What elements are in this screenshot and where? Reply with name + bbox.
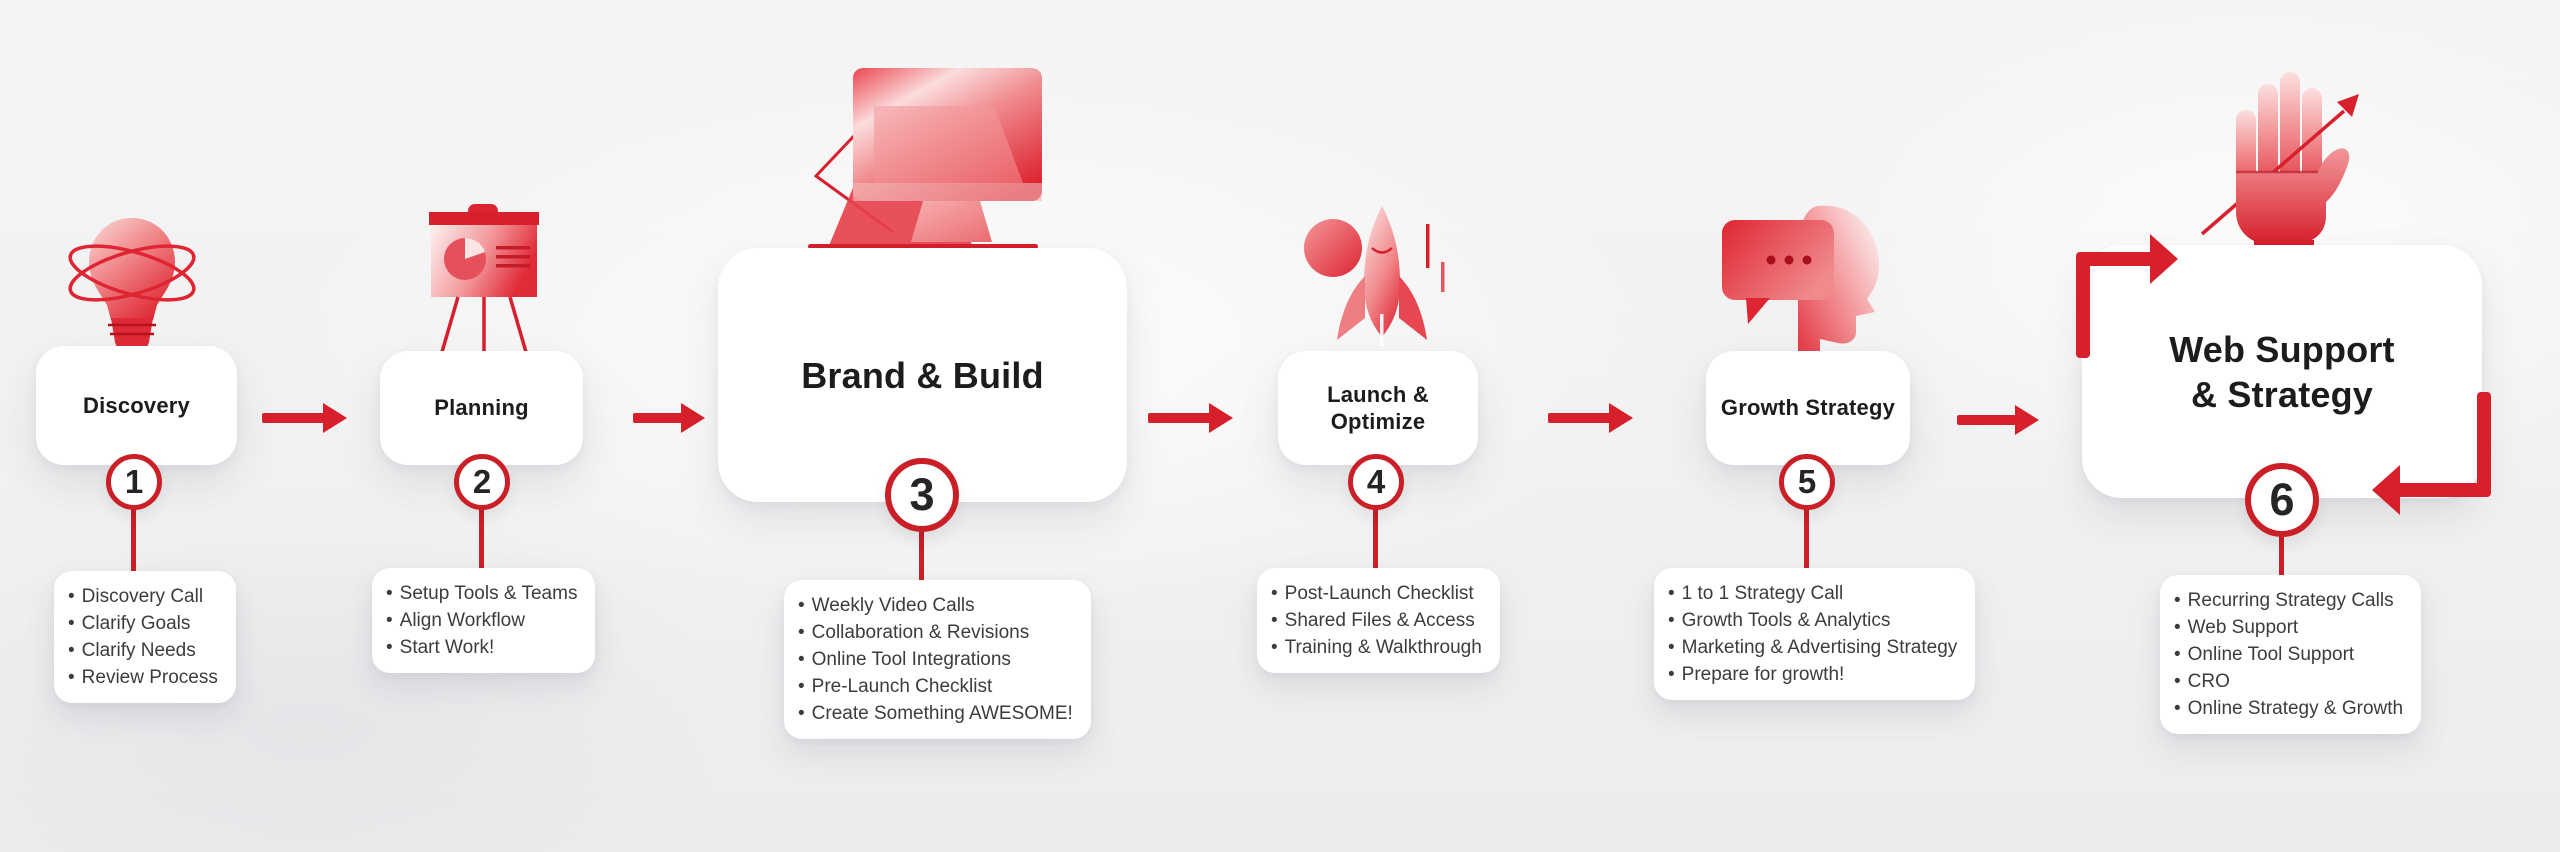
flow-arrow-5-6 xyxy=(1957,405,2039,435)
bullet-item: Clarify Needs xyxy=(68,637,218,664)
step-4-card: Launch & Optimize xyxy=(1278,351,1478,465)
hand-growth-arrow-icon xyxy=(2200,72,2359,262)
flow-arrow-3-4 xyxy=(1148,403,1233,433)
bullet-item: Marketing & Advertising Strategy xyxy=(1668,634,1958,661)
bullet-item: CRO xyxy=(2174,668,2403,695)
bullet-item: Review Process xyxy=(68,664,218,691)
step-3-bullets: Weekly Video CallsCollaboration & Revisi… xyxy=(784,580,1091,739)
bullet-item: Discovery Call xyxy=(68,583,218,610)
head-speech-bubble-icon xyxy=(1722,205,1880,354)
step-4-number-badge: 4 xyxy=(1348,454,1404,510)
step-2-connector-line xyxy=(479,505,484,571)
step-6-card: Web Support & Strategy xyxy=(2082,245,2482,498)
bullet-item: Online Tool Integrations xyxy=(798,646,1073,673)
bullet-item: Collaboration & Revisions xyxy=(798,619,1073,646)
bullet-item: Clarify Goals xyxy=(68,610,218,637)
bullet-item: Align Workflow xyxy=(386,607,577,634)
step-5-connector-line xyxy=(1804,505,1809,571)
step-2-number-badge: 2 xyxy=(454,454,510,510)
bullet-item: Post-Launch Checklist xyxy=(1271,580,1482,607)
step-5-card: Growth Strategy xyxy=(1706,351,1910,465)
step-3-connector-line xyxy=(919,528,924,583)
bullet-item: Start Work! xyxy=(386,634,577,661)
step-3-title: Brand & Build xyxy=(801,354,1044,396)
step-6-connector-line xyxy=(2279,532,2284,578)
desktop-monitor-icon xyxy=(808,68,1042,249)
step-3-bullet-list: Weekly Video CallsCollaboration & Revisi… xyxy=(798,592,1073,727)
step-3-number-badge: 3 xyxy=(885,458,959,532)
bullet-item: Prepare for growth! xyxy=(1668,661,1957,688)
bullet-item: Setup Tools & Teams xyxy=(386,580,578,607)
flow-arrow-4-5 xyxy=(1548,403,1633,433)
bullet-item: Online Tool Support xyxy=(2174,641,2403,668)
loop-arrow-top-horizontal xyxy=(2076,252,2152,266)
step-1-card: Discovery xyxy=(36,346,237,465)
step-2-title: Planning xyxy=(434,395,529,421)
bullet-item: Web Support xyxy=(2174,614,2403,641)
step-1-connector-line xyxy=(131,505,136,575)
step-1-bullets: Discovery CallClarify GoalsClarify Needs… xyxy=(54,571,236,703)
loop-arrow-bottom-horizontal xyxy=(2400,483,2491,497)
rocket-launch-icon xyxy=(1304,206,1445,346)
step-5-title: Growth Strategy xyxy=(1720,395,1896,421)
step-5-bullets: 1 to 1 Strategy CallGrowth Tools & Analy… xyxy=(1654,568,1976,700)
bullet-item: Growth Tools & Analytics xyxy=(1668,607,1957,634)
step-6-title: Web Support & Strategy xyxy=(2169,328,2395,415)
step-4-bullets: Post-Launch ChecklistShared Files & Acce… xyxy=(1257,568,1500,673)
loop-arrow-right-head xyxy=(2150,234,2178,284)
step-6-bullet-list: Recurring Strategy CallsWeb SupportOnlin… xyxy=(2174,587,2403,722)
step-6-number-badge: 6 xyxy=(2245,463,2319,537)
step-6-bullets: Recurring Strategy CallsWeb SupportOnlin… xyxy=(2160,575,2422,734)
step-4-connector-line xyxy=(1373,505,1378,571)
flow-arrow-2-3 xyxy=(633,403,705,433)
loop-arrow-left-head xyxy=(2372,465,2400,515)
lightbulb-orbit-icon xyxy=(68,218,196,350)
loop-arrow-bottom-vertical xyxy=(2477,392,2491,492)
bullet-item: Shared Files & Access xyxy=(1271,607,1482,634)
step-2-bullets: Setup Tools & TeamsAlign WorkflowStart W… xyxy=(372,568,596,673)
step-5-number-badge: 5 xyxy=(1779,454,1835,510)
step-2-bullet-list: Setup Tools & TeamsAlign WorkflowStart W… xyxy=(386,580,578,661)
bullet-item: Training & Walkthrough xyxy=(1271,634,1482,661)
flow-arrow-1-2 xyxy=(262,403,347,433)
bullet-item: Recurring Strategy Calls xyxy=(2174,587,2403,614)
bullet-item: Pre-Launch Checklist xyxy=(798,673,1073,700)
presentation-easel-icon xyxy=(429,204,539,353)
bullet-item: Weekly Video Calls xyxy=(798,592,1073,619)
step-4-bullet-list: Post-Launch ChecklistShared Files & Acce… xyxy=(1271,580,1482,661)
loop-arrow-top-vertical xyxy=(2076,256,2090,358)
bullet-item: 1 to 1 Strategy Call xyxy=(1668,580,1957,607)
step-5-bullet-list: 1 to 1 Strategy CallGrowth Tools & Analy… xyxy=(1668,580,1958,688)
step-4-title: Launch & Optimize xyxy=(1327,381,1429,435)
step-3-card: Brand & Build xyxy=(718,248,1127,502)
step-1-bullet-list: Discovery CallClarify GoalsClarify Needs… xyxy=(68,583,218,691)
step-1-number-badge: 1 xyxy=(106,454,162,510)
bullet-item: Online Strategy & Growth xyxy=(2174,695,2403,722)
step-1-title: Discovery xyxy=(83,392,190,418)
step-2-card: Planning xyxy=(380,351,583,465)
bullet-item: Create Something AWESOME! xyxy=(798,700,1073,727)
